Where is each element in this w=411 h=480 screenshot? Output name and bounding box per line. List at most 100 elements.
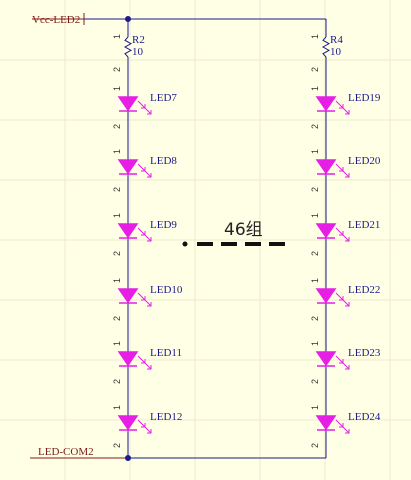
led-triangle xyxy=(117,96,139,112)
led-pin-label: 2 xyxy=(310,379,320,384)
led-ref: LED24 xyxy=(348,411,381,423)
led-pin-label: 1 xyxy=(310,213,320,218)
led-component: LED24 1 2 xyxy=(310,405,381,448)
led-light-arrow xyxy=(137,355,146,364)
led-light-arrow xyxy=(335,163,344,172)
led-light-arrow xyxy=(341,106,350,115)
led-light-arrow xyxy=(137,292,146,301)
led-pin-label: 2 xyxy=(112,443,122,448)
led-component: LED8 1 2 xyxy=(112,149,177,192)
led-pin-label: 1 xyxy=(310,278,320,283)
resistor-value: 10 xyxy=(330,46,342,58)
led-light-arrow xyxy=(137,100,146,109)
led-component: LED10 1 2 xyxy=(112,278,183,321)
led-column: R21012LED712LED812LED912LED1012LED1112LE… xyxy=(112,19,183,458)
led-pin-label: 1 xyxy=(112,341,122,346)
ellipsis-dot xyxy=(182,241,188,247)
led-pin-label: 1 xyxy=(310,341,320,346)
led-triangle xyxy=(117,415,139,431)
led-light-arrowhead xyxy=(147,173,152,178)
led-pin-label: 1 xyxy=(112,278,122,283)
led-columns: R21012LED712LED812LED912LED1012LED1112LE… xyxy=(112,19,381,458)
led-pin-label: 1 xyxy=(310,405,320,410)
led-pin-label: 2 xyxy=(112,187,122,192)
led-component: LED19 1 2 xyxy=(310,86,381,129)
led-pin-label: 1 xyxy=(112,149,122,154)
resistor-pin-label: 1 xyxy=(310,34,320,39)
resistor-pin-label: 2 xyxy=(112,67,122,72)
led-light-arrow xyxy=(143,361,152,370)
led-component: LED22 1 2 xyxy=(310,278,380,321)
resistor-gap xyxy=(124,37,132,57)
led-triangle xyxy=(117,351,139,367)
led-light-arrow xyxy=(137,419,146,428)
led-pin-label: 1 xyxy=(112,213,122,218)
led-light-arrowhead xyxy=(147,302,152,307)
led-light-arrow xyxy=(341,425,350,434)
led-triangle xyxy=(315,415,337,431)
led-ref: LED11 xyxy=(150,347,182,359)
led-pin-label: 2 xyxy=(310,443,320,448)
led-light-arrowhead xyxy=(345,110,350,115)
led-ref: LED10 xyxy=(150,284,183,296)
led-pin-label: 1 xyxy=(310,149,320,154)
power-net-label: Vcc-LED2 xyxy=(32,14,80,26)
led-ref: LED19 xyxy=(348,92,381,104)
led-light-arrow xyxy=(137,227,146,236)
led-triangle xyxy=(315,351,337,367)
led-triangle xyxy=(315,96,337,112)
led-ref: LED23 xyxy=(348,347,381,359)
led-ref: LED20 xyxy=(348,155,381,167)
led-component: LED9 1 2 xyxy=(112,213,177,256)
led-ref: LED22 xyxy=(348,284,380,296)
led-pin-label: 2 xyxy=(112,251,122,256)
resistor-gap xyxy=(322,37,330,57)
led-triangle xyxy=(117,223,139,239)
led-light-arrow xyxy=(143,425,152,434)
led-pin-label: 2 xyxy=(310,124,320,129)
led-light-arrow xyxy=(143,233,152,242)
led-light-arrowhead xyxy=(345,302,350,307)
led-ref: LED12 xyxy=(150,411,182,423)
led-light-arrowhead xyxy=(147,110,152,115)
led-light-arrowhead xyxy=(345,237,350,242)
led-pin-label: 2 xyxy=(310,316,320,321)
led-ref: LED8 xyxy=(150,155,177,167)
resistor-symbol xyxy=(321,36,331,58)
led-triangle xyxy=(117,288,139,304)
led-light-arrow xyxy=(335,227,344,236)
led-light-arrow xyxy=(335,100,344,109)
led-light-arrowhead xyxy=(147,237,152,242)
group-annotation: 46组 xyxy=(182,220,285,247)
led-ref: LED7 xyxy=(150,92,177,104)
led-triangle xyxy=(315,288,337,304)
led-light-arrow xyxy=(341,233,350,242)
resistor-value: 10 xyxy=(132,46,144,58)
led-pin-label: 2 xyxy=(310,251,320,256)
led-triangle xyxy=(117,159,139,175)
led-pin-label: 2 xyxy=(112,316,122,321)
resistor-pin-label: 1 xyxy=(112,34,122,39)
led-light-arrow xyxy=(341,169,350,178)
led-light-arrow xyxy=(143,106,152,115)
common-net-label: LED-COM2 xyxy=(38,446,94,458)
led-component: LED23 1 2 xyxy=(310,341,381,384)
led-light-arrowhead xyxy=(147,365,152,370)
led-pin-label: 1 xyxy=(310,86,320,91)
led-light-arrow xyxy=(143,298,152,307)
power-net: Vcc-LED2 xyxy=(32,13,85,26)
led-pin-label: 2 xyxy=(310,187,320,192)
led-component: LED20 1 2 xyxy=(310,149,381,192)
led-light-arrow xyxy=(335,419,344,428)
led-ref: LED9 xyxy=(150,219,177,231)
common-net: LED-COM2 xyxy=(30,446,128,459)
led-light-arrow xyxy=(335,355,344,364)
led-light-arrowhead xyxy=(345,173,350,178)
led-light-arrow xyxy=(341,361,350,370)
